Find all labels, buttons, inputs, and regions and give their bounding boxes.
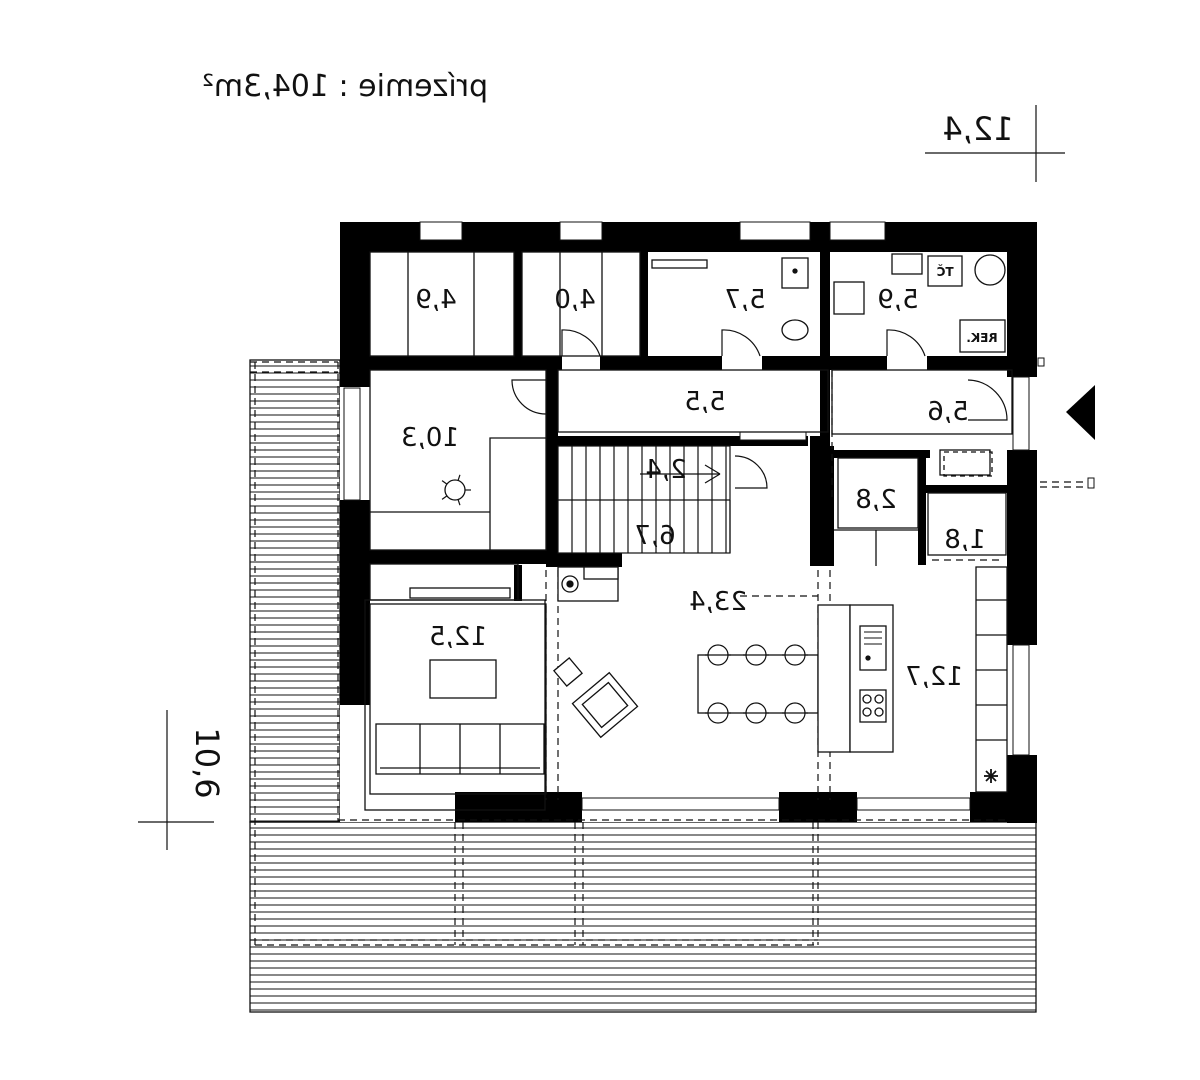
entrance-post [1087,477,1095,489]
room-area-hall: 5,5 [684,387,725,417]
windows [343,221,1030,811]
room-area-room-west: 10,3 [401,423,459,453]
dimension-depth-marker: 10,6 [138,710,226,850]
room-area-kitchen: 12,7 [905,662,963,692]
dining-chair [705,644,731,666]
recuperation-label: REK. [966,331,997,345]
entrance-arrow-icon [1066,385,1095,440]
walls [340,222,1037,823]
dining-chair [782,702,808,724]
room-area-bathroom: 5,7 [724,285,765,315]
staircase [557,445,731,554]
room-area-pantry: 2,8 [855,485,896,515]
toilet [781,319,809,341]
room-area-stair-lower: 6,7 [634,521,675,551]
partitions [364,251,1013,811]
washer [891,253,923,275]
entrance-post [1037,357,1045,367]
plan-title: prízemie : 104,3m² [202,69,488,104]
dining-chairs [705,644,808,724]
recuperation-unit [959,319,1006,353]
office-chair [444,479,466,501]
furniture: TČ REK. [375,253,1006,775]
room-labels: 4,9 4,0 5,7 5,9 10,3 5,5 5,6 2,4 6,7 2,8… [401,285,986,692]
dining-chair [743,702,769,724]
cooktop [859,689,887,723]
dining-chair [743,644,769,666]
dining-chair [782,644,808,666]
room-area-room-southwest: 12,5 [429,622,487,652]
water-tank [974,254,1006,286]
shower-tray [651,259,708,269]
room-area-living: 23,4 [689,587,747,617]
dryer [833,281,865,315]
room-area-wc: 1,8 [944,525,985,555]
armchair [571,671,639,739]
doors [511,329,1008,489]
room-area-utility: 5,9 [877,285,918,315]
sink [859,625,887,671]
sink-lines [864,631,882,645]
kitchen-counter [817,604,851,753]
dimension-width-marker: 12,4 [925,105,1065,182]
terrace-decking [249,359,1037,1013]
dimension-width-label: 12,4 [942,110,1013,148]
coffee-table [429,659,497,699]
heat-pump-unit [927,255,963,287]
side-table [552,656,584,688]
room-area-bedroom-b: 4,0 [554,285,595,315]
asterisk-icon [984,769,998,783]
room-area-bedroom-a: 4,9 [415,285,456,315]
heat-pump-label: TČ [937,264,954,279]
washbasin-drain [792,268,798,274]
room-area-stair-upper: 2,4 [645,455,686,485]
dimension-depth-label: 10,6 [188,727,226,798]
room-area-entrance: 5,6 [927,397,968,427]
dining-chair [705,702,731,724]
